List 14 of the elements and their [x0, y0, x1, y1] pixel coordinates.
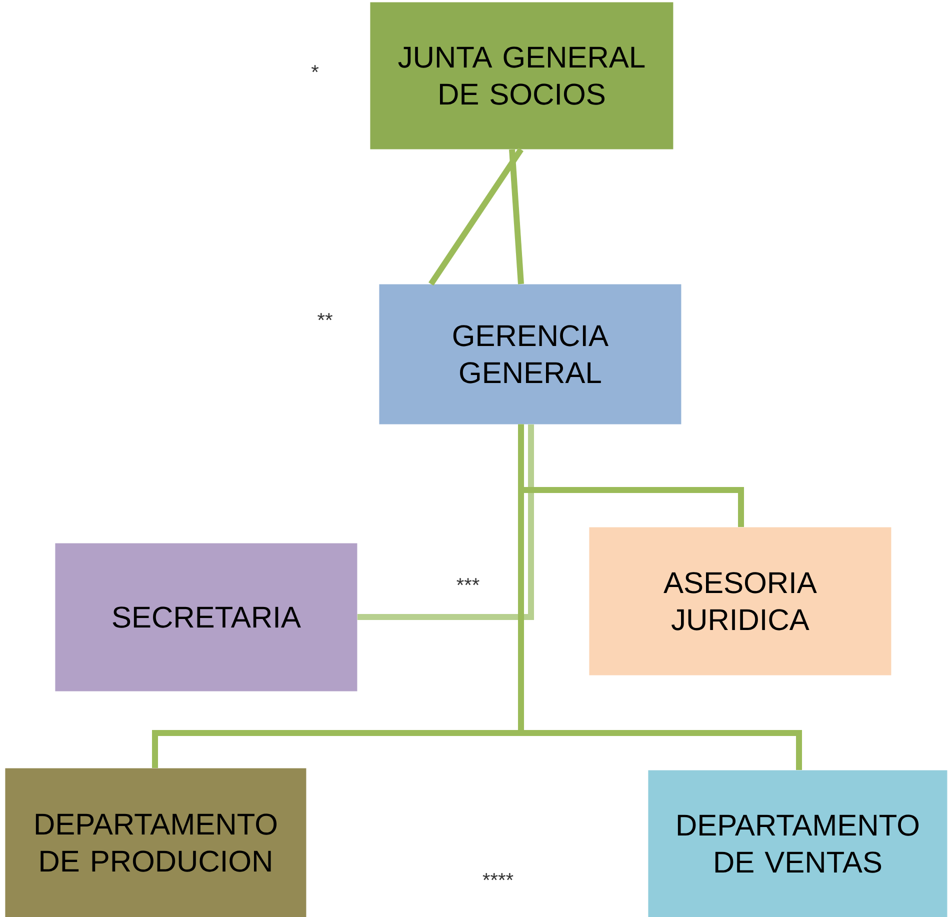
asterisk-note: **: [318, 313, 332, 320]
connector-line: [509, 149, 524, 284]
connector-line: [518, 424, 802, 770]
org-box: ASESORIA JURIDICA: [589, 527, 892, 676]
asterisk-note: ***: [456, 578, 480, 586]
asterisk-note: ****: [482, 873, 514, 880]
connector-line: [428, 148, 524, 286]
org-box: DEPARTAMENTO DE VENTAS: [648, 770, 948, 917]
asterisk-note: *: [311, 65, 319, 72]
org-box: DEPARTAMENTO DE PRODUCION: [5, 768, 306, 917]
org-box: SECRETARIA: [55, 543, 358, 692]
org-box: JUNTA GENERAL DE SOCIOS: [370, 2, 674, 150]
connector-line: [357, 424, 534, 620]
org-box: GERENCIA GENERAL: [379, 284, 682, 424]
